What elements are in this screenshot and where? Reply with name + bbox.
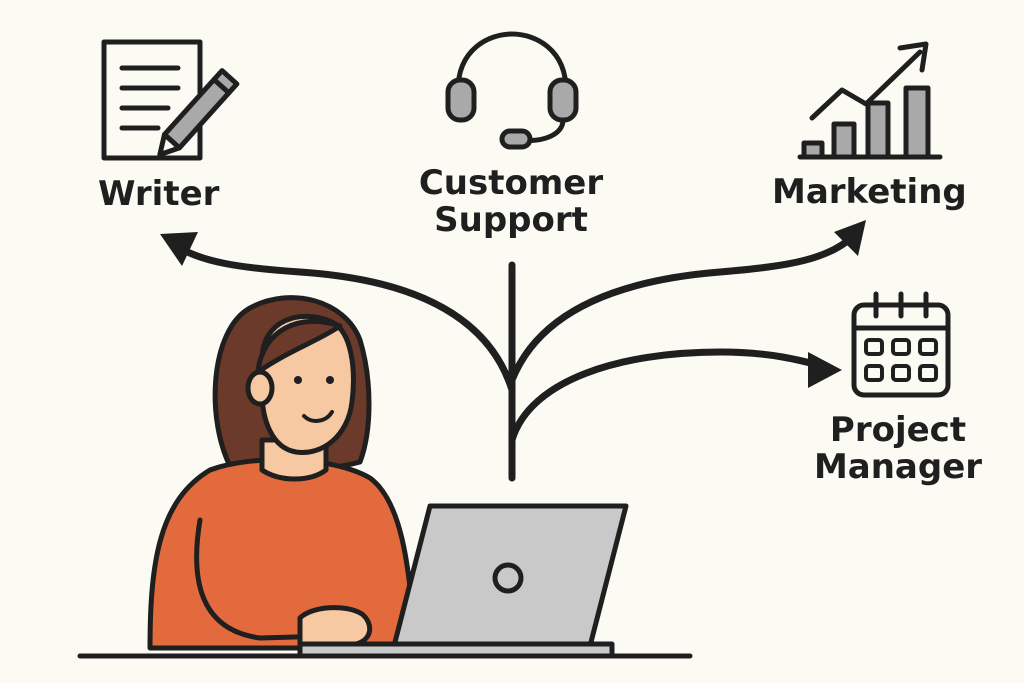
project-manager-label-line-2: Manager [813,447,983,487]
headset-icon [445,31,579,150]
hand [297,605,373,647]
document-pencil-icon [101,39,240,161]
arrow-to-marketing [508,228,862,384]
arrowhead-writer [160,232,198,266]
customer-support-label: Customer Support [405,165,617,239]
sweater [147,457,418,651]
customer-support-label-line-1: Customer [418,163,604,203]
project-manager-label-line-1: Project [829,410,967,450]
writer-label: Writer [98,174,220,214]
branch-arrows [171,228,862,482]
laptop-screen [391,503,629,649]
growth-chart-icon [797,41,943,160]
marketing-label-line: Marketing [772,172,967,212]
writer-label-line: Writer [98,174,220,214]
arm [194,517,333,641]
project-manager-label: Project Manager [810,412,986,486]
marketing-label: Marketing [772,172,967,212]
arrowhead-project-manager [808,352,842,388]
customer-support-label-line-2: Support [434,200,588,240]
arrowheads [160,220,866,388]
laptop-logo [492,562,524,594]
person-at-laptop [147,295,418,651]
calendar-icon [851,291,951,398]
bangs [255,318,343,375]
arrow-to-project-manager [508,348,834,444]
arrow-to-writer [171,241,516,394]
arrowhead-marketing [834,220,866,256]
